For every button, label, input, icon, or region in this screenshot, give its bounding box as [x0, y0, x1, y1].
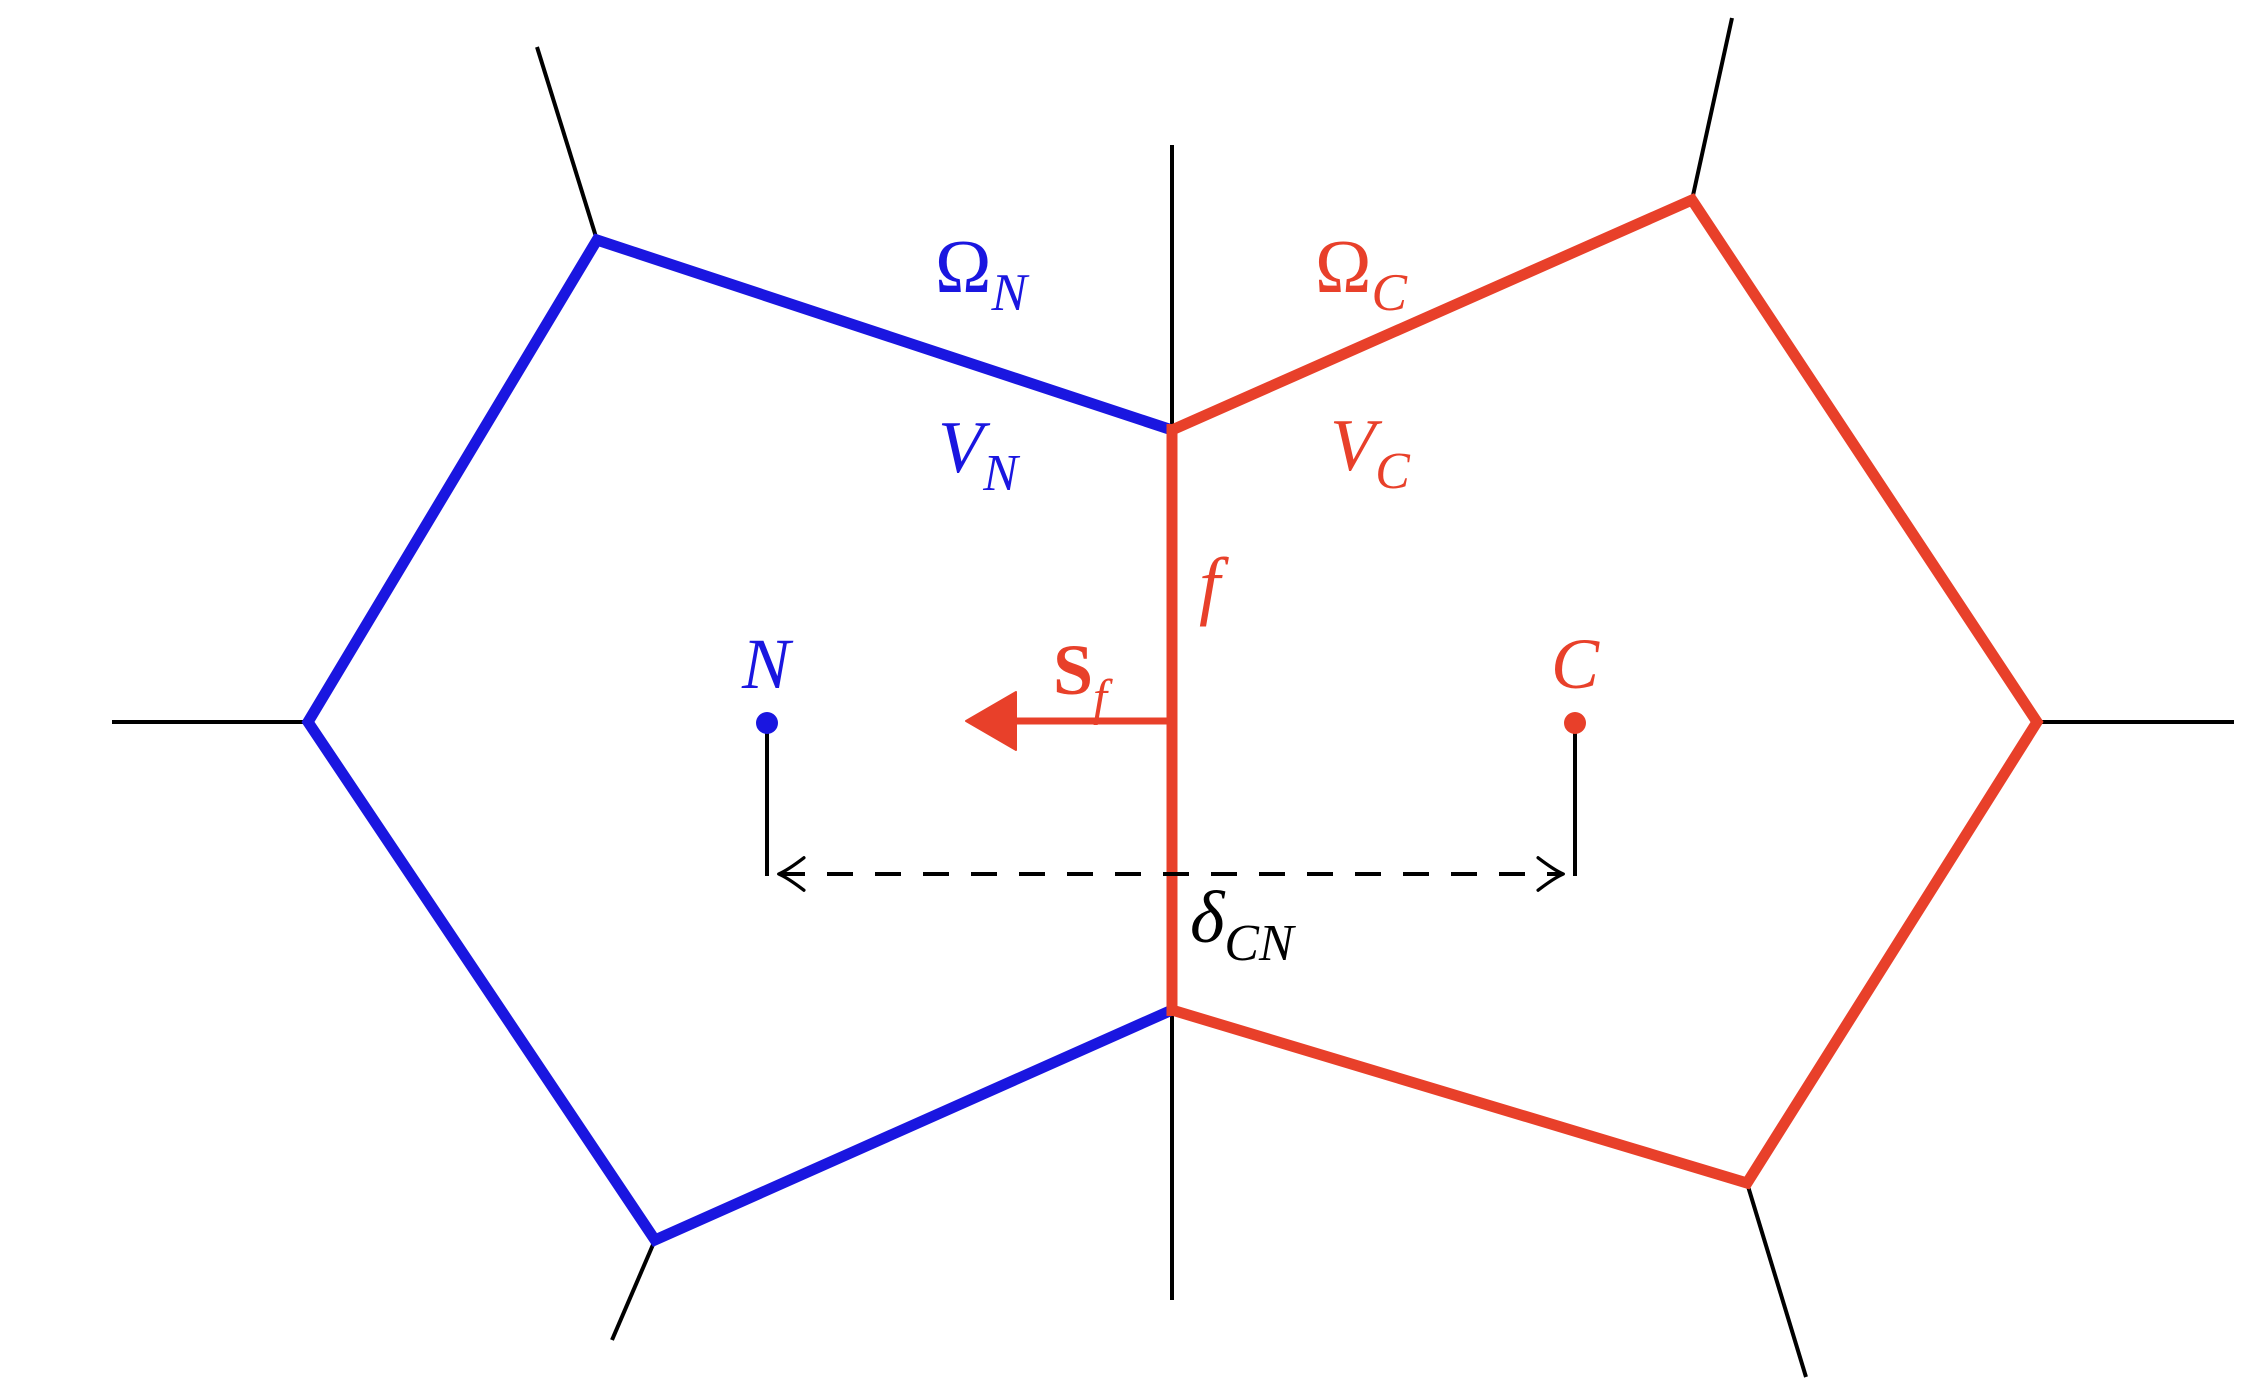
- label-omega-n: ΩN: [935, 225, 1029, 322]
- cell-c-boundary: [1169, 193, 2044, 1190]
- surface-vector-arrowhead: [965, 691, 1017, 751]
- label-v-n-base: V: [938, 407, 991, 489]
- edge-bottom-right: [1745, 1182, 1808, 1378]
- label-node-n: N: [741, 624, 794, 704]
- edge-bottom-left: [610, 1239, 657, 1341]
- label-omega-n-base: Ω: [935, 225, 991, 309]
- surface-vector-arrow: [965, 691, 1172, 751]
- edge-top-right: [1690, 17, 1734, 201]
- neighbour-cell-edges: [112, 17, 2234, 1378]
- label-delta-cn-sub: CN: [1224, 915, 1296, 972]
- dimension-extension-lines: [765, 726, 1577, 876]
- label-delta-cn-base: δ: [1190, 877, 1226, 959]
- label-omega-n-sub: N: [990, 263, 1029, 322]
- label-surface-vector-base: S: [1053, 630, 1093, 710]
- centroid-point-c: [1564, 712, 1586, 734]
- label-surface-vector: Sf: [1053, 630, 1113, 725]
- label-node-c: C: [1551, 624, 1600, 704]
- label-omega-c: ΩC: [1315, 225, 1407, 322]
- label-v-c-base: V: [1330, 405, 1383, 487]
- label-v-c: VC: [1330, 405, 1411, 500]
- label-v-n-sub: N: [982, 445, 1020, 502]
- label-v-c-sub: C: [1375, 443, 1411, 500]
- label-omega-c-base: Ω: [1315, 225, 1371, 309]
- centroid-point-n: [756, 712, 778, 734]
- label-v-n: VN: [938, 407, 1020, 502]
- label-delta-cn: δCN: [1190, 877, 1296, 972]
- edge-top-left: [535, 46, 599, 241]
- label-omega-c-sub: C: [1371, 263, 1407, 322]
- cell-n-boundary: [301, 233, 1175, 1247]
